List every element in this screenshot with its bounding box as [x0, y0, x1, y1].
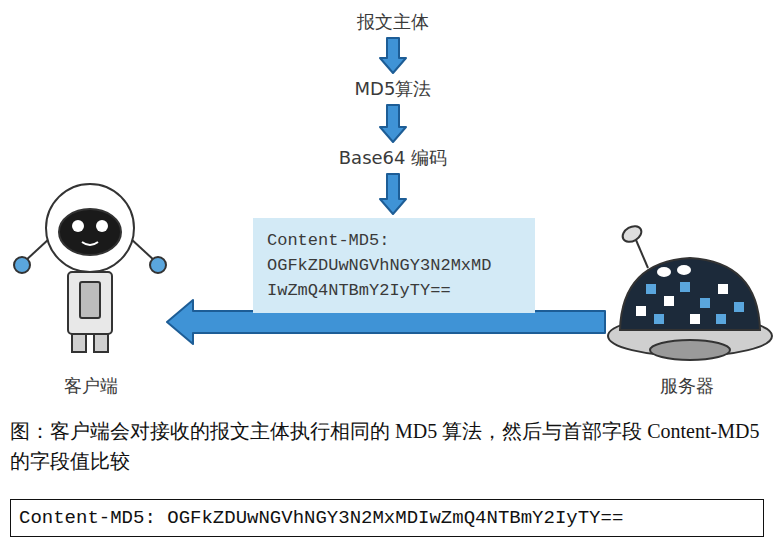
server-robot-part	[677, 265, 691, 275]
client-robot-part	[68, 272, 112, 334]
flow-step: Base64 编码	[339, 146, 447, 170]
caption: 图：客户端会对接收的报文主体执行相同的 MD5 算法，然后与首部字段 Conte…	[10, 416, 766, 476]
node-text: 报文主体	[357, 10, 429, 34]
server-robot-part	[620, 258, 760, 330]
header-field-box: Content-MD5: OGFkZDUwNGVhNGY3N2MxMDIwZmQ…	[10, 499, 764, 537]
node-text: 服务器	[605, 374, 769, 398]
server-robot-part	[680, 282, 690, 292]
server-robot-part	[636, 306, 646, 316]
server-robot-part	[734, 302, 744, 312]
client-actor: 客户端	[15, 180, 167, 398]
server-robot-part	[718, 284, 728, 294]
server-robot-part	[690, 314, 700, 324]
client-robot-part	[72, 334, 86, 352]
client-robot-part	[14, 257, 30, 273]
client-robot-part	[96, 220, 108, 232]
client-robot-part	[82, 242, 98, 245]
server-robot-part	[700, 298, 710, 308]
client-robot-part	[94, 334, 108, 352]
server-robot-part	[654, 314, 664, 324]
flow-step: MD5算法	[355, 77, 432, 101]
server-robot-part	[646, 284, 656, 294]
server-robot-part	[716, 314, 726, 324]
server-robot	[608, 223, 772, 360]
node-text: Content-MD5: OGFkZDUwNGVhNGY3N2MxMDIwZmQ…	[19, 506, 755, 530]
client-robot-part	[59, 209, 121, 255]
header-box: Content-MD5:OGFkZDUwNGVhNGY3N2MxMD IwZmQ…	[253, 218, 535, 313]
client-robot-part	[72, 220, 84, 232]
client-robot-part	[150, 257, 166, 273]
client-robot-part	[46, 184, 134, 272]
node-text: 客户端	[15, 374, 167, 398]
client-robot-part	[80, 282, 100, 318]
server-robot-part	[636, 240, 648, 268]
server-actor: 服务器	[605, 220, 769, 398]
flow-arrow	[380, 174, 406, 214]
server-robot-part	[664, 296, 674, 306]
flow-arrow	[380, 105, 406, 142]
flow-step: 报文主体	[357, 10, 429, 34]
server-robot-part	[657, 267, 671, 277]
node-text: Base64 编码	[339, 146, 447, 170]
client-robot	[14, 184, 166, 352]
server-robot-part	[620, 223, 644, 245]
server-robot-part	[650, 340, 730, 360]
node-text: OGFkZDUwNGVhNGY3N2MxMD IwZmQ4NTBmY2IyTY=…	[267, 253, 521, 303]
node-text: MD5算法	[355, 77, 432, 101]
node-text: Content-MD5:	[267, 228, 521, 253]
flow-arrow	[380, 38, 406, 73]
